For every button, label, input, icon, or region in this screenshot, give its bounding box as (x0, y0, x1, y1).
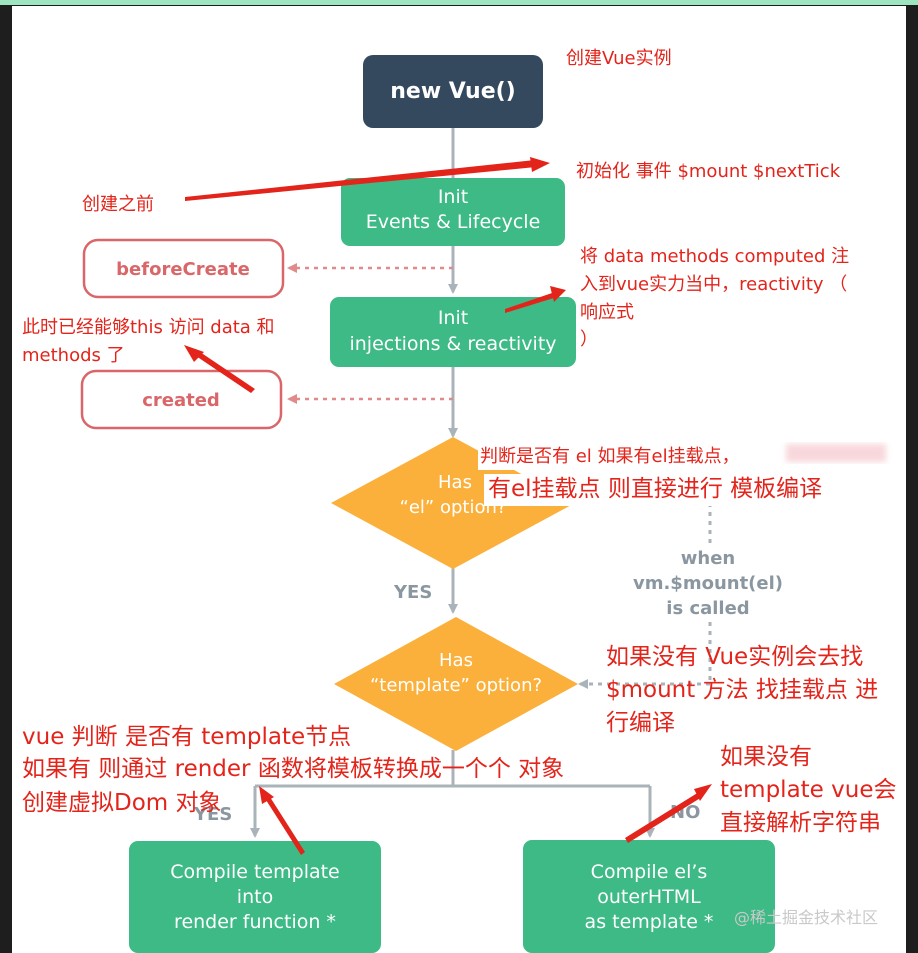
top-strip (0, 0, 918, 5)
compile-el-line3: as template * (585, 911, 714, 933)
compile-el-line2: outerHTML (597, 886, 701, 908)
yes-label-1: YES (393, 582, 432, 603)
yes-label-2: YES (193, 804, 232, 825)
has-template-line1: Has (439, 650, 473, 671)
new-vue-node: new Vue() (363, 55, 543, 128)
note-created-line1: 此时已经能够this 访问 data 和 (22, 317, 275, 338)
annotation-arrows (184, 157, 712, 855)
arrow-no-template-note (625, 792, 702, 843)
note-before-create: 创建之前 (82, 194, 154, 215)
before-create-label: beforeCreate (116, 259, 250, 280)
note-no-template-line1: 如果没有 (720, 744, 812, 770)
has-el-line2: “el” option? (400, 497, 507, 518)
init-injections-line2: injections & reactivity (349, 333, 556, 355)
note-no-template-line2: template vue会 (720, 777, 896, 803)
note-no-template-line3: 直接解析字符串 (720, 810, 881, 836)
note-el-compile: 有el挂载点 则直接进行 模板编译 (488, 476, 822, 502)
created-label: created (142, 390, 220, 411)
compile-template-line2: into (237, 886, 273, 908)
note-no-el-line3: 行编译 (606, 710, 675, 736)
note-created-line2: methods 了 (22, 345, 125, 366)
when-mount-line2: vm.$mount(el) (633, 573, 783, 594)
watermark: @稀土掘金技术社区 (734, 908, 878, 927)
before-create-hook: beforeCreate (82, 238, 285, 299)
new-vue-label: new Vue() (390, 79, 516, 104)
when-mount-line1: when (681, 548, 735, 569)
compile-template-line1: Compile template (170, 861, 340, 883)
arrow-before-create-note (185, 160, 536, 201)
redacted-text-blur (786, 444, 886, 462)
note-no-el-line2: $mount 方法 找挂载点 进 (606, 677, 878, 703)
init-events-line1: Init (438, 186, 468, 208)
arrow-template-note (266, 797, 305, 855)
compile-template-line3: render function * (174, 911, 336, 933)
has-template-line2: “template” option? (370, 675, 542, 696)
has-template-decision: Has “template” option? (334, 617, 578, 751)
has-el-line1: Has (438, 472, 472, 493)
note-inject-line3: 响应式 (580, 302, 634, 323)
arrow-inject-note (505, 292, 557, 313)
note-create-instance: 创建Vue实例 (566, 48, 672, 69)
arrow-created-note (196, 352, 255, 393)
compile-el-line1: Compile el’s (591, 861, 708, 883)
init-injections-node: Init injections & reactivity (330, 297, 576, 367)
note-el-judge: 判断是否有 el 如果有el挂载点， (480, 446, 740, 467)
note-inject-line4: ） (580, 329, 598, 350)
compile-template-node: Compile template into render function * (129, 841, 381, 953)
compile-el-node: Compile el’s outerHTML as template * (523, 840, 775, 953)
note-init-desc: 初始化 事件 $mount $nextTick (576, 161, 841, 182)
created-hook: created (80, 369, 283, 430)
when-mount-line3: is called (666, 598, 749, 619)
note-template-line1: vue 判断 是否有 template节点 (22, 724, 351, 750)
note-template-line2: 如果有 则通过 render 函数将模板转换成一个个 对象 (22, 756, 564, 782)
note-el-judge-group: 判断是否有 el 如果有el挂载点， (478, 440, 886, 470)
note-inject-line1: 将 data methods computed 注 (580, 246, 849, 267)
note-no-el-line1: 如果没有 Vue实例会去找 (606, 644, 863, 670)
note-template-line3: 创建虚拟Dom 对象 (22, 790, 222, 816)
init-events-node: Init Events & Lifecycle (341, 178, 565, 246)
note-inject-line2: 入到vue实力当中，reactivity （ (580, 274, 847, 295)
init-events-line2: Events & Lifecycle (366, 211, 541, 233)
init-injections-line1: Init (438, 307, 468, 329)
